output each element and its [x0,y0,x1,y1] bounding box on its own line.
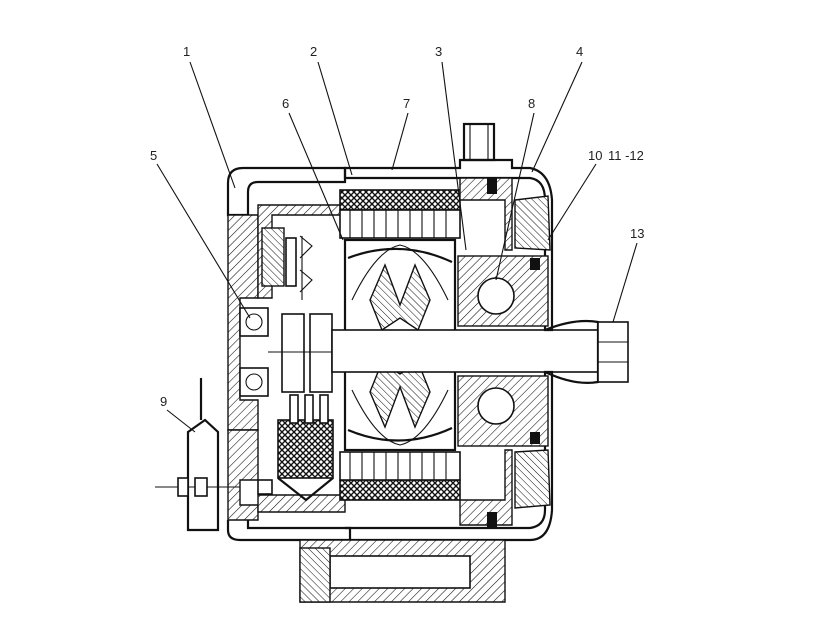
callout-5: 5 [150,148,157,163]
regulator-block [261,227,313,300]
leader-1 [189,61,236,189]
leader-lines [156,61,638,433]
leader-8 [495,112,535,281]
leader-9 [166,409,196,433]
leader-6 [288,112,344,241]
callout-11-12: 11 -12 [608,148,644,163]
leader-3 [441,61,467,251]
stator [339,189,461,501]
callout-6: 6 [282,96,289,111]
mounting-foot [299,539,506,603]
output-terminal [155,378,273,532]
leader-13 [612,242,638,323]
callout-13: 13 [630,226,644,241]
callout-7: 7 [403,96,410,111]
callout-8: 8 [528,96,535,111]
fan [487,178,551,528]
callout-labels: 1 2 3 4 5 6 7 8 9 10 11 -12 13 [150,44,644,409]
brush-holder [277,394,334,502]
callout-3: 3 [435,44,442,59]
front-bearing [457,255,549,447]
rear-housing [226,166,352,542]
slip-rings [268,313,345,393]
leader-5 [156,163,251,319]
callout-10: 10 [588,148,602,163]
leader-7 [391,112,409,171]
leader-4 [531,61,583,173]
front-housing [343,122,554,542]
callout-9: 9 [160,394,167,409]
callout-2: 2 [310,44,317,59]
rear-bearing [239,307,269,397]
shaft [331,319,601,384]
leader-2 [317,61,353,176]
shaft-nut [597,321,629,383]
callout-4: 4 [576,44,583,59]
callout-1: 1 [183,44,190,59]
leader-10 [547,163,597,241]
